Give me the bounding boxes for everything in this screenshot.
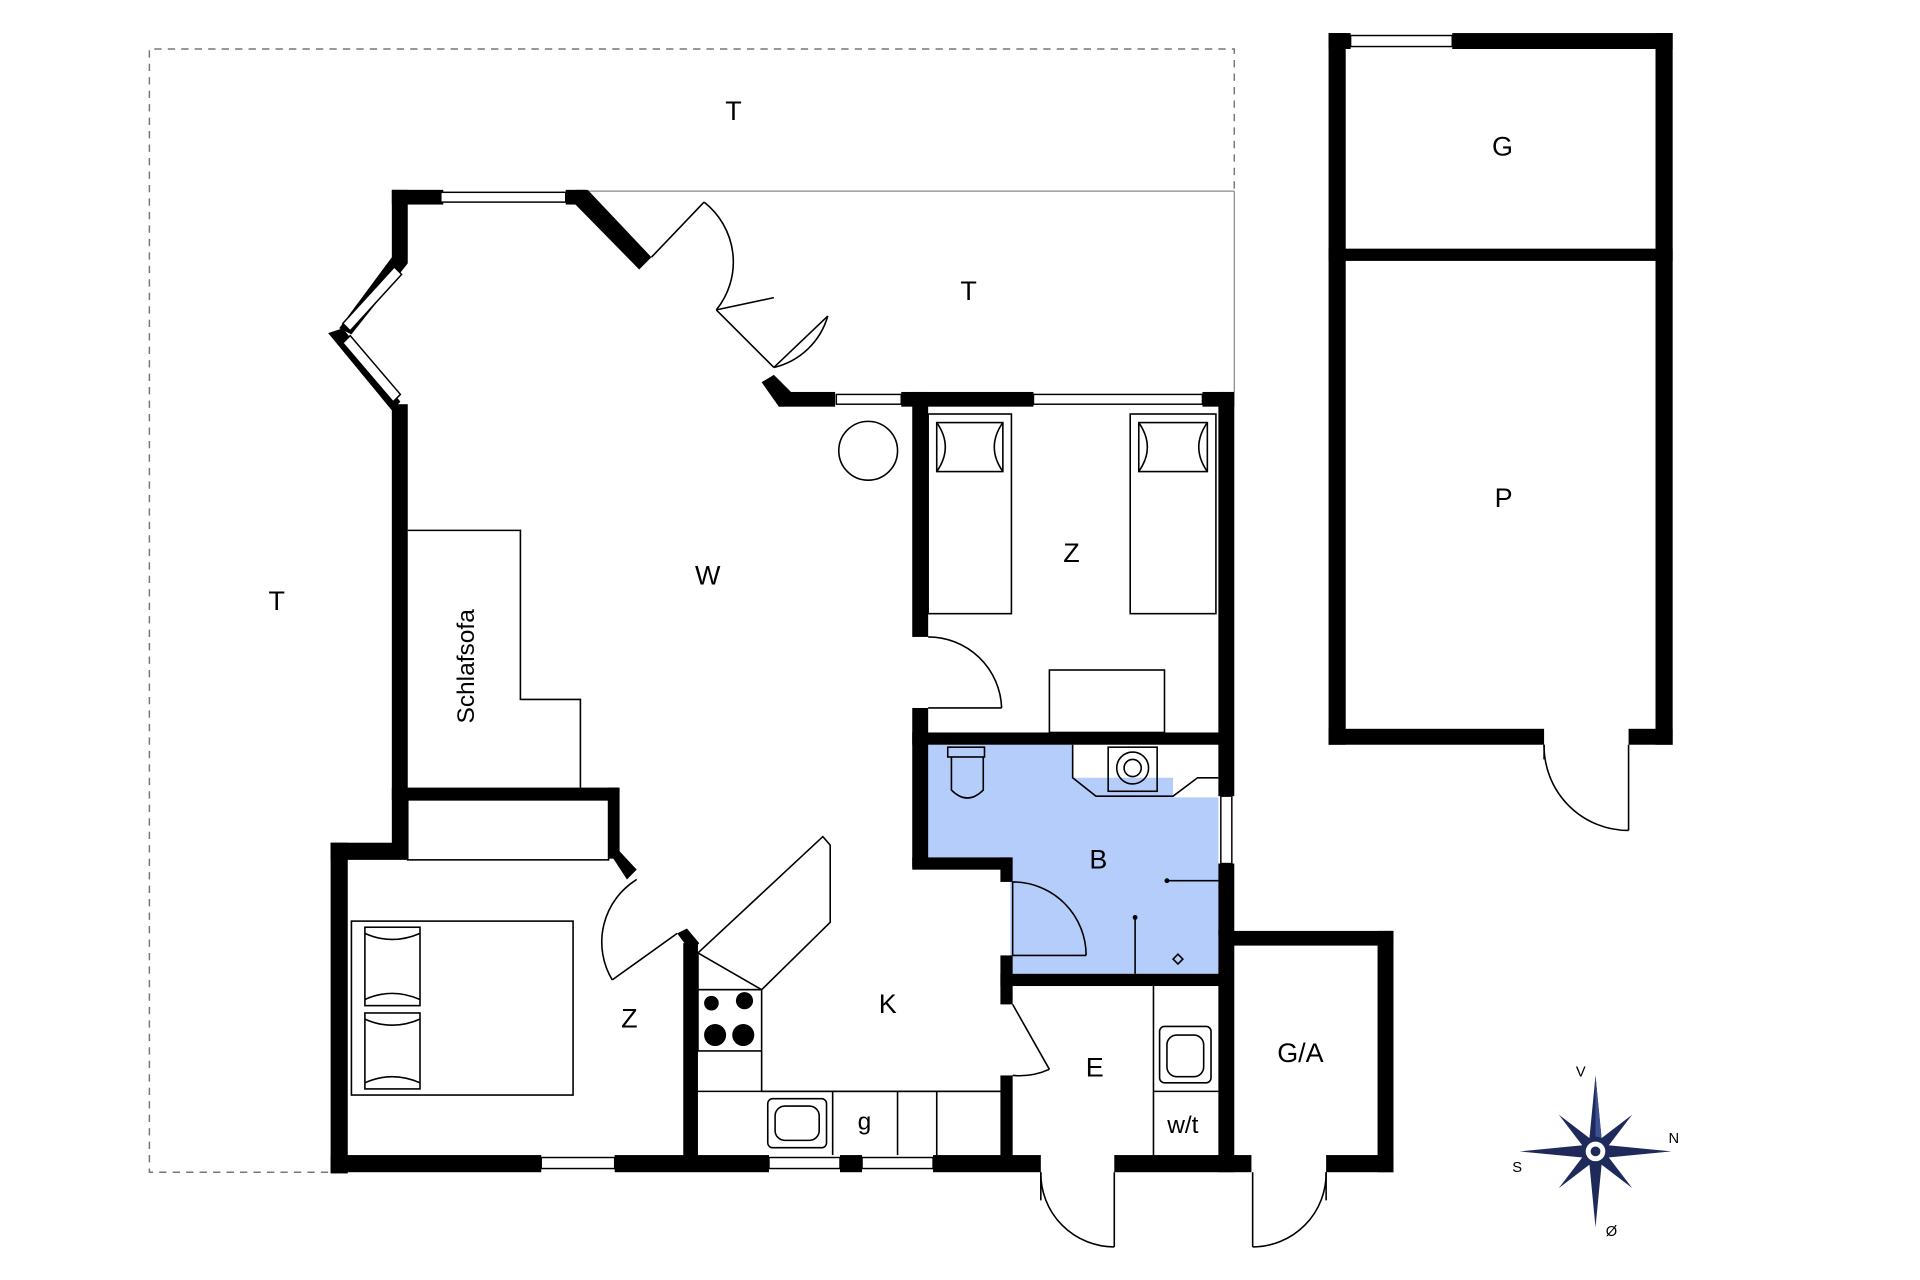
label-sofa: Schlafsofa xyxy=(453,609,480,724)
compass-west: V xyxy=(1576,1065,1586,1081)
label-garage: G xyxy=(1492,132,1513,162)
label-terrace-left: T xyxy=(269,586,285,616)
label-terrace-right: T xyxy=(960,276,976,306)
bathroom-fill xyxy=(925,744,1219,974)
label-entry: E xyxy=(1086,1053,1104,1083)
label-kitchen: K xyxy=(879,989,897,1019)
label-terrace-top: T xyxy=(725,96,741,126)
furniture xyxy=(350,413,1219,1156)
garage-walls xyxy=(1328,33,1673,745)
compass-south: S xyxy=(1512,1160,1522,1176)
label-bedroom-double: Z xyxy=(621,1004,637,1034)
label-wt: w/t xyxy=(1166,1112,1198,1139)
label-living-room: W xyxy=(695,560,721,590)
compass-east: Ø xyxy=(1606,1224,1617,1240)
compass-north: N xyxy=(1669,1131,1680,1147)
label-bathroom: B xyxy=(1089,844,1107,874)
windows xyxy=(341,34,1453,1170)
doors xyxy=(600,201,1630,1248)
label-parking: P xyxy=(1495,483,1513,513)
label-bedroom-twin: Z xyxy=(1063,538,1079,568)
label-storage: G/A xyxy=(1277,1038,1323,1068)
compass-rose-icon xyxy=(1519,1075,1672,1228)
label-g: g xyxy=(858,1108,872,1135)
